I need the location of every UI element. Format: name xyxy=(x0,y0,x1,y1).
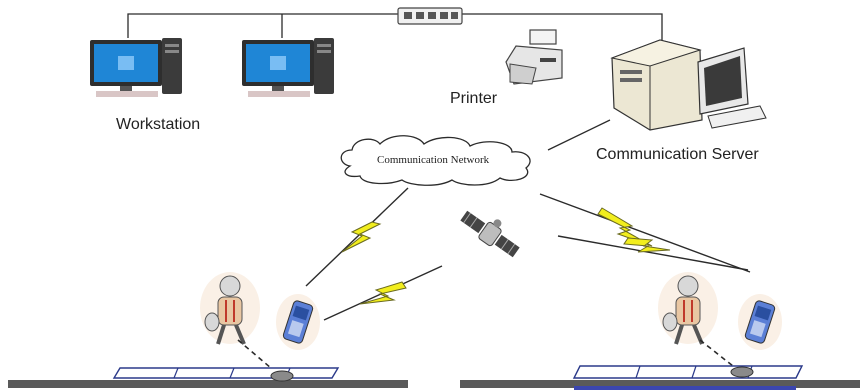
printer-label: Printer xyxy=(450,90,498,107)
lightning-icon xyxy=(623,237,671,253)
satellite-icon xyxy=(460,210,520,258)
handheld-scanner-icon xyxy=(276,294,320,350)
conveyor-belt-right xyxy=(460,365,860,390)
network-switch-icon xyxy=(397,7,463,25)
handheld-scanner-icon xyxy=(738,294,782,350)
worker-icon xyxy=(200,272,260,345)
workstation-computer-icon xyxy=(242,38,334,97)
lightning-icon xyxy=(359,281,407,305)
conveyor-belt-left xyxy=(8,367,408,388)
printer-icon xyxy=(505,29,563,85)
workstation-label: Workstation xyxy=(116,116,201,133)
communication-server-icon xyxy=(610,39,767,131)
workstation-computer-icon xyxy=(90,38,182,97)
scan-beam xyxy=(237,339,739,375)
communication-server-label: Communication Server xyxy=(596,146,759,163)
network-cabling xyxy=(127,13,663,151)
communication-network-label: Communication Network xyxy=(377,154,490,166)
worker-icon xyxy=(658,272,718,345)
communication-network-cloud xyxy=(340,135,531,186)
lightning-icon xyxy=(341,221,382,253)
